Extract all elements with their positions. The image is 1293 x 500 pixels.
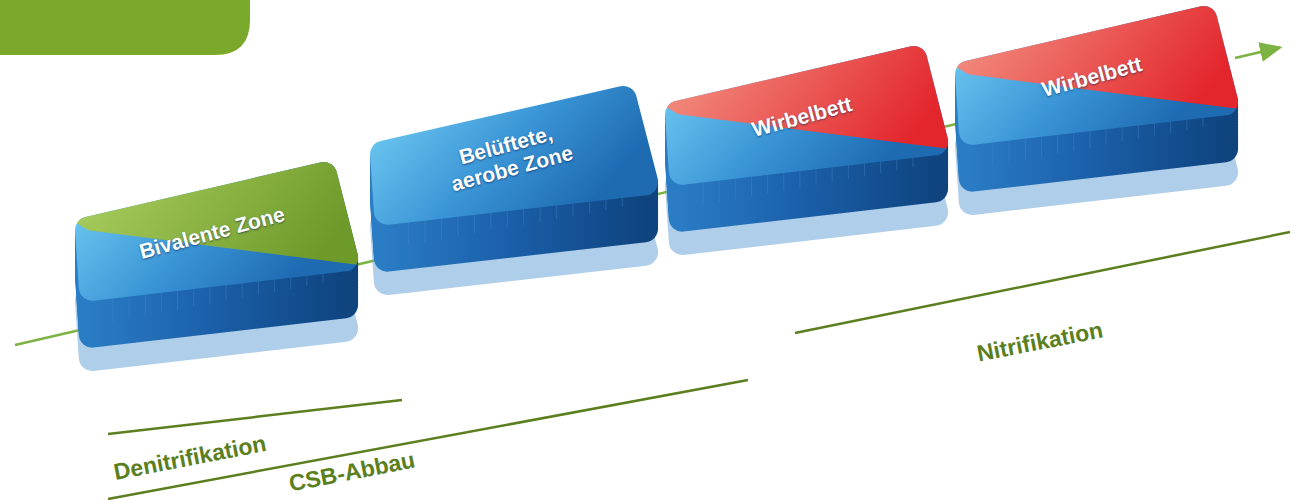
tank-shape	[75, 160, 360, 375]
bracket-line	[108, 400, 402, 434]
bracket-line	[795, 232, 1290, 333]
process-label: Nitrifikation	[975, 317, 1106, 368]
tank-box: Bivalente Zone	[75, 160, 360, 375]
flow-line-start	[15, 330, 80, 345]
tank-box: Belüftete, aerobe Zone	[370, 84, 660, 299]
tank-box: Wirbelbett	[665, 44, 950, 259]
process-label: Denitrifikation	[112, 430, 269, 486]
corner-tab	[0, 0, 250, 55]
tank-shape	[665, 44, 950, 259]
tank-shape	[955, 4, 1240, 219]
bracket-line	[108, 380, 748, 499]
tank-box: Wirbelbett	[955, 4, 1240, 219]
tank-shape	[370, 84, 660, 299]
